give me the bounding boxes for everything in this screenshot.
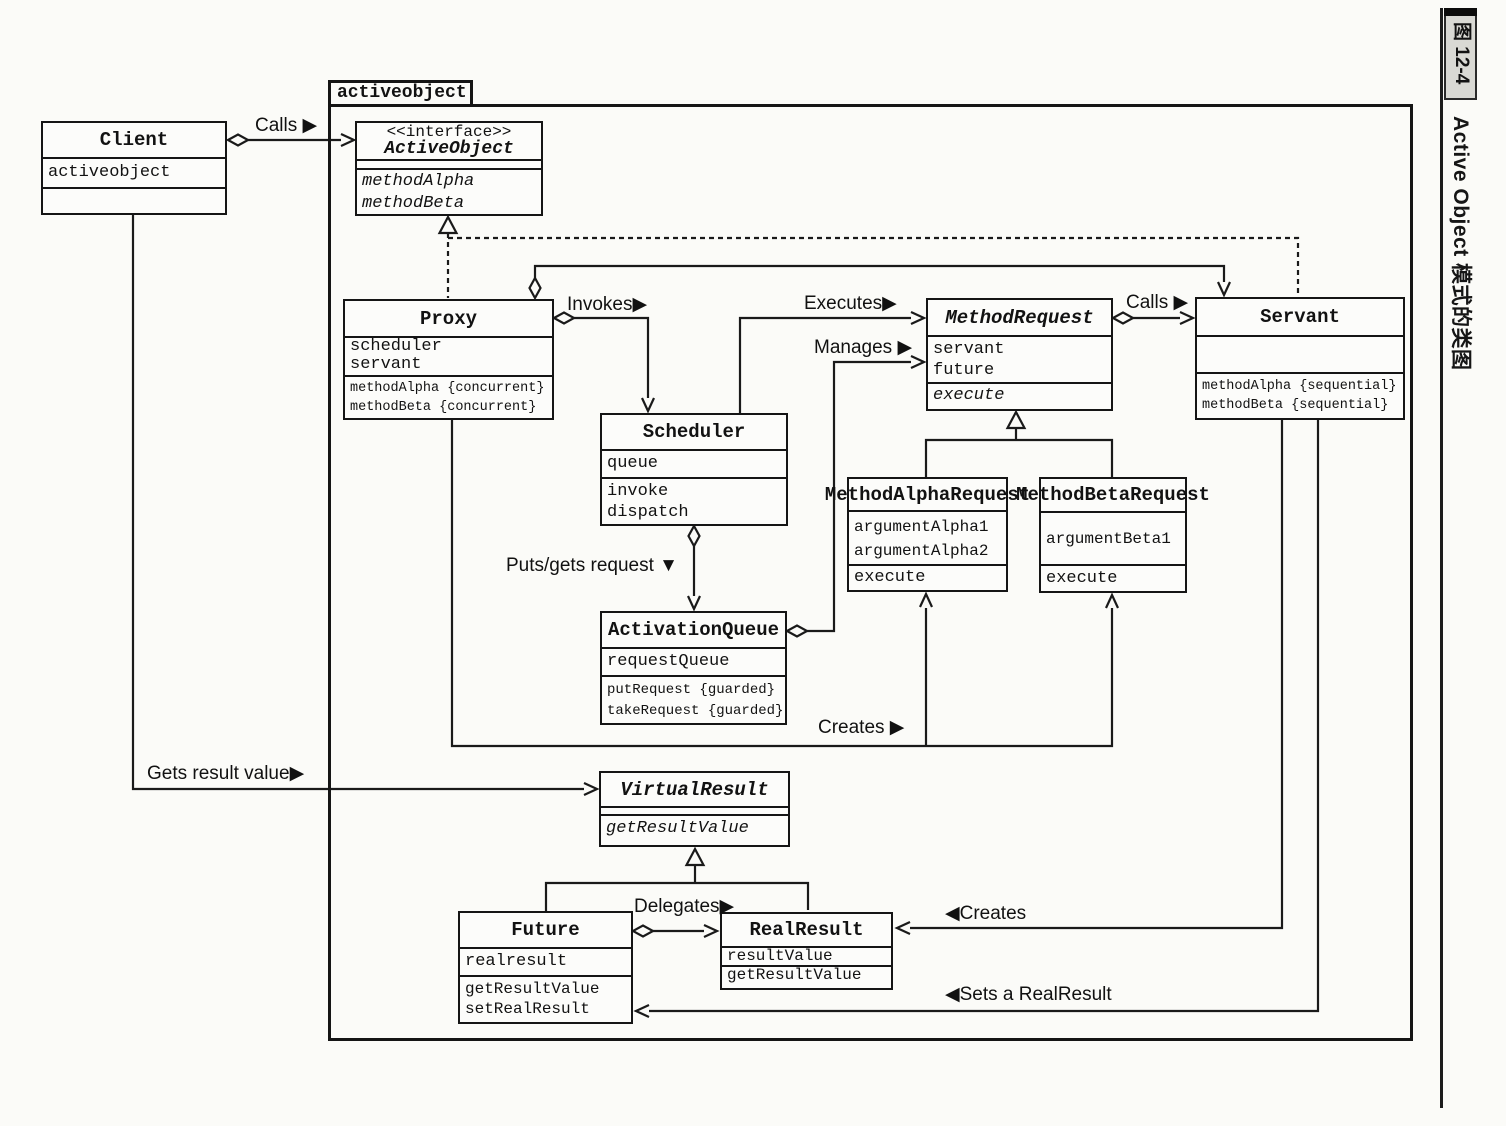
label-creates-result: ◀Creates	[945, 903, 1027, 924]
operation: getResultValue	[465, 980, 600, 998]
aggregation-diamond	[225, 133, 251, 147]
operation: execute	[854, 568, 926, 587]
assoc-client-virtualresult	[131, 215, 600, 796]
class-title: MethodRequest	[945, 306, 1094, 329]
class-title: Proxy	[419, 307, 477, 330]
dependency-servant-sets-future	[633, 420, 1320, 1018]
operation: invoke	[607, 482, 669, 501]
realization-proxy-servant-activeobject	[437, 214, 1300, 298]
class-title: Client	[99, 129, 169, 151]
class-title: Servant	[1260, 306, 1340, 328]
class-title: Future	[511, 919, 580, 941]
class-client: Client activeobject	[41, 121, 227, 215]
empty-operations-compartment	[43, 187, 225, 213]
assoc-client-activeobject	[225, 133, 357, 147]
figure-number-top-bar	[1444, 8, 1477, 16]
attribute: argumentBeta1	[1046, 529, 1171, 548]
operation: methodAlpha	[362, 172, 475, 191]
label-sets-realresult: ◀Sets a RealResult	[945, 984, 1112, 1005]
operation: methodBeta {concurrent}	[350, 400, 537, 415]
operation: execute	[933, 386, 1005, 405]
assoc-scheduler-activationqueue-putsgets	[687, 523, 701, 612]
class-activationqueue: ActivationQueue requestQueue putRequest …	[600, 611, 787, 725]
class-methodbetarequest: MethodBetaRequest argumentBeta1 execute	[1016, 477, 1210, 593]
attribute: servant	[350, 355, 422, 374]
figure-number: 图 12-4	[1451, 22, 1472, 85]
aggregation-diamond	[528, 275, 542, 301]
empty-attributes-compartment	[1197, 335, 1403, 372]
class-title: ActivationQueue	[607, 619, 780, 641]
class-title: ActiveObject	[384, 139, 514, 159]
label-invokes: Invokes▶	[567, 294, 648, 315]
generalization-virtualresult-children	[544, 846, 810, 911]
attribute: requestQueue	[607, 652, 730, 671]
attribute: future	[933, 361, 995, 380]
operation: methodAlpha {concurrent}	[350, 381, 545, 396]
empty-attributes-compartment	[357, 159, 541, 168]
label-gets-result-value: Gets result value▶	[147, 763, 305, 784]
operation: getResultValue	[727, 966, 862, 984]
attribute: argumentAlpha1	[854, 518, 989, 536]
assoc-methodrequest-servant-calls	[1110, 311, 1196, 325]
label-delegates: Delegates▶	[634, 896, 735, 917]
attribute: resultValue	[727, 947, 833, 965]
class-title: RealResult	[749, 919, 864, 941]
class-title: MethodAlphaRequest	[824, 483, 1031, 506]
dependency-servant-creates-realresult	[894, 420, 1284, 935]
operation: putRequest {guarded}	[607, 682, 776, 698]
class-title: VirtualResult	[620, 778, 769, 801]
class-activeobject-interface: <<interface>> ActiveObject methodAlpha m…	[355, 121, 543, 216]
assoc-future-realresult-delegates	[630, 924, 720, 938]
class-scheduler: Scheduler queue invoke dispatch	[600, 413, 788, 526]
label-puts-gets-request: Puts/gets request ▼	[506, 555, 678, 576]
attribute: servant	[933, 340, 1005, 359]
figure-caption: Active Object 模式的类图	[1449, 116, 1472, 371]
class-title: MethodBetaRequest	[1016, 484, 1210, 506]
empty-attributes-compartment	[601, 806, 788, 814]
assoc-proxy-scheduler-invokes	[551, 311, 655, 414]
class-virtualresult: VirtualResult getResultValue	[599, 771, 790, 847]
class-future: Future realresult getResultValue setReal…	[458, 911, 633, 1024]
generalization-methodrequest-children	[924, 409, 1114, 477]
figure-number-box: 图 12-4	[1444, 8, 1477, 100]
attribute: argumentAlpha2	[854, 542, 989, 560]
operation: execute	[1046, 569, 1118, 588]
attribute: realresult	[465, 952, 568, 971]
sidebar-rule	[1440, 8, 1443, 1108]
label-executes: Executes▶	[804, 293, 897, 314]
operation: dispatch	[607, 503, 689, 522]
class-servant: Servant methodAlpha {sequential} methodB…	[1195, 297, 1405, 420]
attribute: queue	[607, 454, 659, 473]
operation: methodBeta	[362, 194, 465, 213]
operation: methodAlpha {sequential}	[1202, 379, 1397, 394]
operation: setRealResult	[465, 1000, 590, 1018]
class-methodalpharequest: MethodAlphaRequest argumentAlpha1 argume…	[824, 477, 1031, 592]
attribute: scheduler	[350, 337, 442, 356]
assoc-proxy-servant	[528, 264, 1231, 301]
assoc-activationqueue-methodrequest-manages	[784, 355, 927, 638]
operation: methodBeta {sequential}	[1202, 398, 1389, 413]
assoc-scheduler-methodrequest-executes	[738, 311, 927, 413]
label-calls-servant: Calls ▶	[1126, 292, 1189, 313]
dependency-proxy-creates-requests	[450, 420, 1119, 748]
class-proxy: Proxy scheduler servant methodAlpha {con…	[343, 299, 554, 420]
class-methodrequest: MethodRequest servant future execute	[926, 298, 1113, 411]
label-creates-requests: Creates ▶	[818, 717, 905, 738]
class-title: Scheduler	[642, 421, 746, 443]
stereotype: <<interface>>	[386, 123, 512, 141]
label-manages: Manages ▶	[814, 337, 913, 358]
package-activeobject-body	[328, 104, 1413, 1041]
attribute: activeobject	[48, 163, 171, 182]
operation: getResultValue	[606, 819, 749, 838]
operation: takeRequest {guarded}	[607, 703, 784, 719]
package-activeobject-tab: activeobject	[328, 80, 473, 107]
label-calls: Calls ▶	[255, 115, 318, 136]
class-realresult: RealResult resultValue getResultValue	[720, 912, 893, 990]
